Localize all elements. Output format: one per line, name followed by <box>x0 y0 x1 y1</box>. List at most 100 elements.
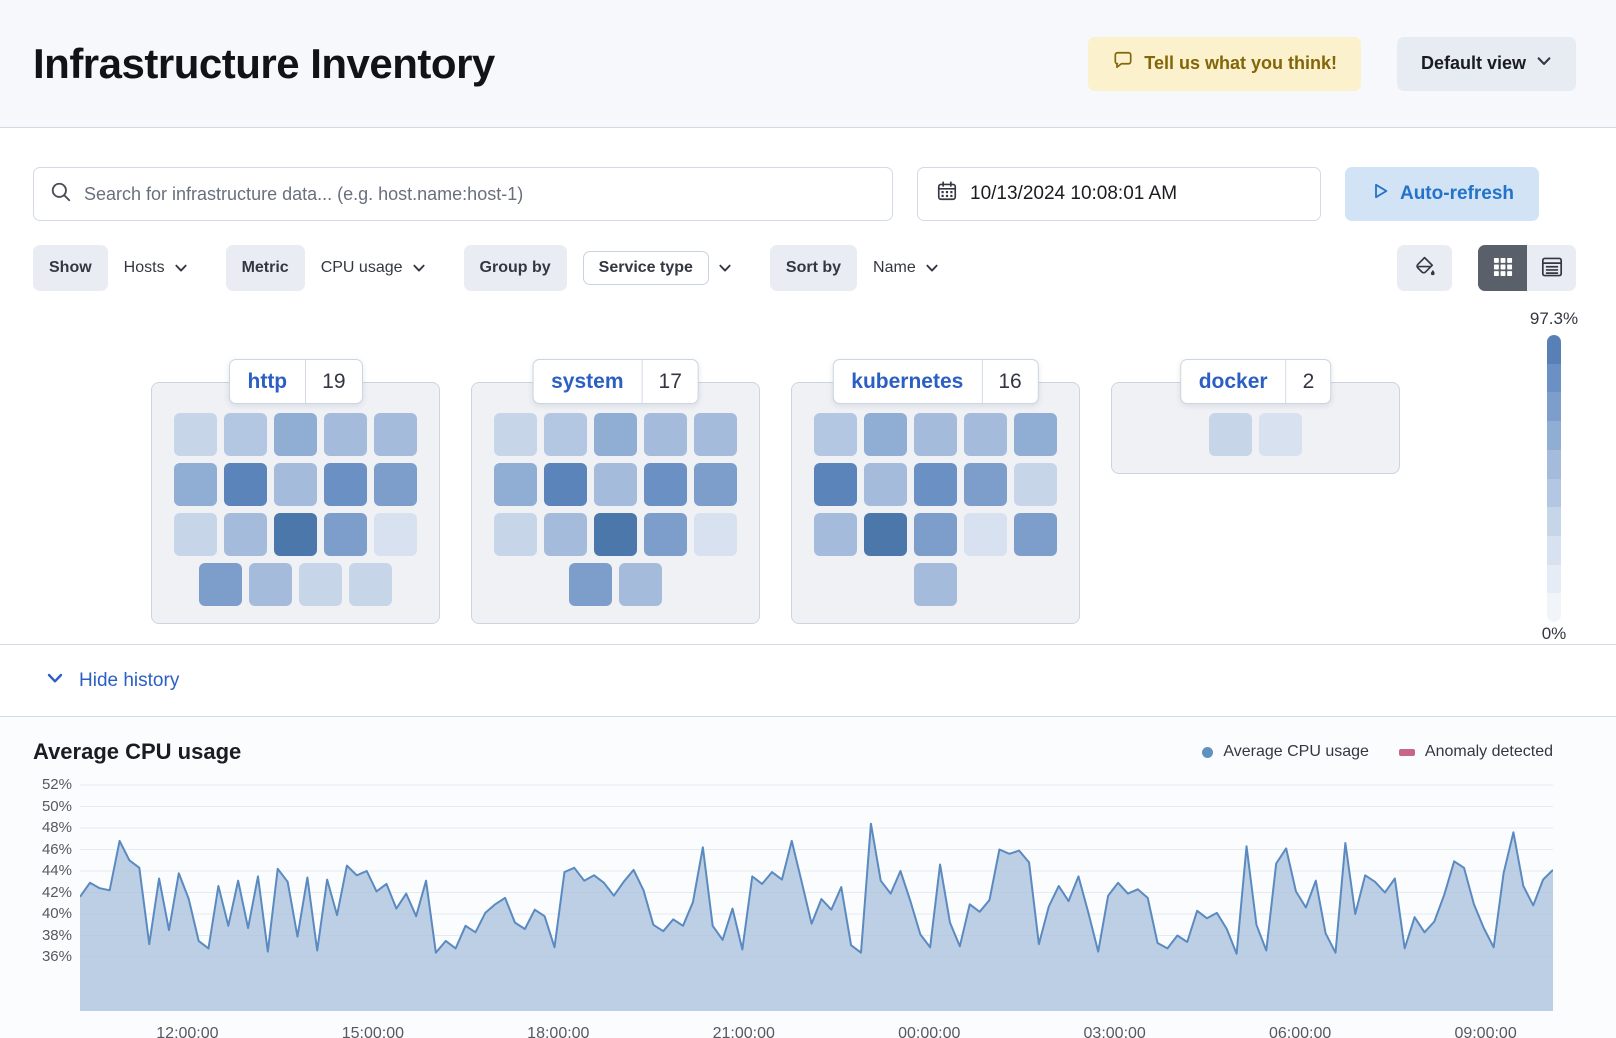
default-view-button[interactable]: Default view <box>1396 36 1576 91</box>
hide-history-button[interactable]: Hide history <box>46 669 179 693</box>
host-node[interactable] <box>594 413 637 456</box>
y-axis-tick: 44% <box>41 862 72 879</box>
host-node[interactable] <box>619 563 662 606</box>
host-node[interactable] <box>349 563 392 606</box>
host-node[interactable] <box>1014 463 1057 506</box>
toolbar: 10/13/2024 10:08:01 AM Auto-refresh <box>0 128 1616 221</box>
x-axis-tick: 09:00:00 <box>1454 1025 1517 1038</box>
host-node[interactable] <box>544 413 587 456</box>
host-node[interactable] <box>1014 413 1057 456</box>
host-node[interactable] <box>324 513 367 556</box>
table-view-toggle[interactable] <box>1527 245 1576 291</box>
host-node[interactable] <box>914 413 957 456</box>
host-node[interactable] <box>544 463 587 506</box>
host-node[interactable] <box>864 463 907 506</box>
group-name-link[interactable]: kubernetes <box>851 369 964 393</box>
x-axis-tick: 03:00:00 <box>1083 1025 1146 1038</box>
host-node[interactable] <box>274 513 317 556</box>
cpu-usage-area-chart <box>80 781 1553 1011</box>
host-node[interactable] <box>199 563 242 606</box>
group-by-filter-value[interactable]: Service type <box>582 251 709 285</box>
host-node[interactable] <box>814 513 857 556</box>
host-node[interactable] <box>694 463 737 506</box>
host-node[interactable] <box>694 413 737 456</box>
chevron-down-icon <box>46 669 64 693</box>
group-name-link[interactable]: system <box>551 369 624 393</box>
host-node[interactable] <box>594 463 637 506</box>
host-node[interactable] <box>964 413 1007 456</box>
waffle-row <box>814 513 1057 556</box>
y-axis-tick: 40% <box>41 905 72 922</box>
scale-step <box>1547 564 1561 594</box>
legend-item[interactable]: Average CPU usage <box>1202 743 1369 761</box>
host-node[interactable] <box>224 513 267 556</box>
host-node[interactable] <box>964 463 1007 506</box>
group-name-link[interactable]: docker <box>1198 369 1268 393</box>
host-node[interactable] <box>374 513 417 556</box>
host-node[interactable] <box>1014 513 1057 556</box>
host-node[interactable] <box>494 463 537 506</box>
host-node[interactable] <box>374 413 417 456</box>
host-node[interactable] <box>174 513 217 556</box>
host-node[interactable] <box>494 513 537 556</box>
chevron-down-icon <box>926 264 938 272</box>
host-node[interactable] <box>374 463 417 506</box>
host-node[interactable] <box>324 463 367 506</box>
host-node[interactable] <box>1259 413 1302 456</box>
sort-by-filter-dropdown[interactable]: Name <box>857 245 955 291</box>
search-box <box>33 167 893 221</box>
host-node[interactable] <box>964 513 1007 556</box>
scale-step <box>1547 507 1561 536</box>
search-input[interactable] <box>84 183 876 205</box>
waffle-group-card-http: http 19 <box>151 359 440 624</box>
date-time-picker[interactable]: 10/13/2024 10:08:01 AM <box>917 167 1321 221</box>
auto-refresh-button[interactable]: Auto-refresh <box>1345 167 1539 221</box>
host-node[interactable] <box>914 513 957 556</box>
map-view-toggle[interactable] <box>1478 245 1527 291</box>
host-node[interactable] <box>224 463 267 506</box>
host-node[interactable] <box>494 413 537 456</box>
show-filter-dropdown[interactable]: Hosts <box>107 245 204 291</box>
host-node[interactable] <box>544 513 587 556</box>
host-node[interactable] <box>174 413 217 456</box>
host-node[interactable] <box>914 463 957 506</box>
group-count: 19 <box>322 369 346 393</box>
speech-bubble-icon <box>1112 50 1134 77</box>
host-node[interactable] <box>594 513 637 556</box>
host-node[interactable] <box>174 463 217 506</box>
host-node[interactable] <box>694 513 737 556</box>
host-node[interactable] <box>864 513 907 556</box>
host-node[interactable] <box>814 413 857 456</box>
group-badge-kubernetes: kubernetes 16 <box>832 359 1039 404</box>
metric-filter-dropdown[interactable]: CPU usage <box>304 245 442 291</box>
feedback-button[interactable]: Tell us what you think! <box>1088 36 1361 91</box>
group-count: 16 <box>998 369 1022 393</box>
waffle-row <box>569 563 662 606</box>
host-node[interactable] <box>644 413 687 456</box>
host-node[interactable] <box>249 563 292 606</box>
view-options <box>1397 245 1576 291</box>
host-node[interactable] <box>644 463 687 506</box>
host-node[interactable] <box>224 413 267 456</box>
host-node[interactable] <box>274 413 317 456</box>
host-node[interactable] <box>914 563 957 606</box>
host-node[interactable] <box>644 513 687 556</box>
host-node[interactable] <box>569 563 612 606</box>
host-node[interactable] <box>814 463 857 506</box>
legend-color-options-button[interactable] <box>1397 245 1452 291</box>
host-node[interactable] <box>1209 413 1252 456</box>
chart-title: Average CPU usage <box>33 739 242 764</box>
group-count: 17 <box>658 369 682 393</box>
host-node[interactable] <box>274 463 317 506</box>
host-node[interactable] <box>324 413 367 456</box>
legend-item[interactable]: Anomaly detected <box>1398 743 1553 761</box>
group-by-filter-dropdown[interactable]: Service type <box>566 245 748 291</box>
host-node[interactable] <box>299 563 342 606</box>
waffle-row <box>174 513 417 556</box>
chart-plot-area <box>80 781 1553 1011</box>
chevron-down-icon <box>1536 53 1552 74</box>
chart-header: Average CPU usage Average CPU usage Anoma… <box>33 739 1553 765</box>
group-name-link[interactable]: http <box>247 369 288 393</box>
host-node[interactable] <box>864 413 907 456</box>
x-axis-tick: 15:00:00 <box>341 1025 404 1038</box>
